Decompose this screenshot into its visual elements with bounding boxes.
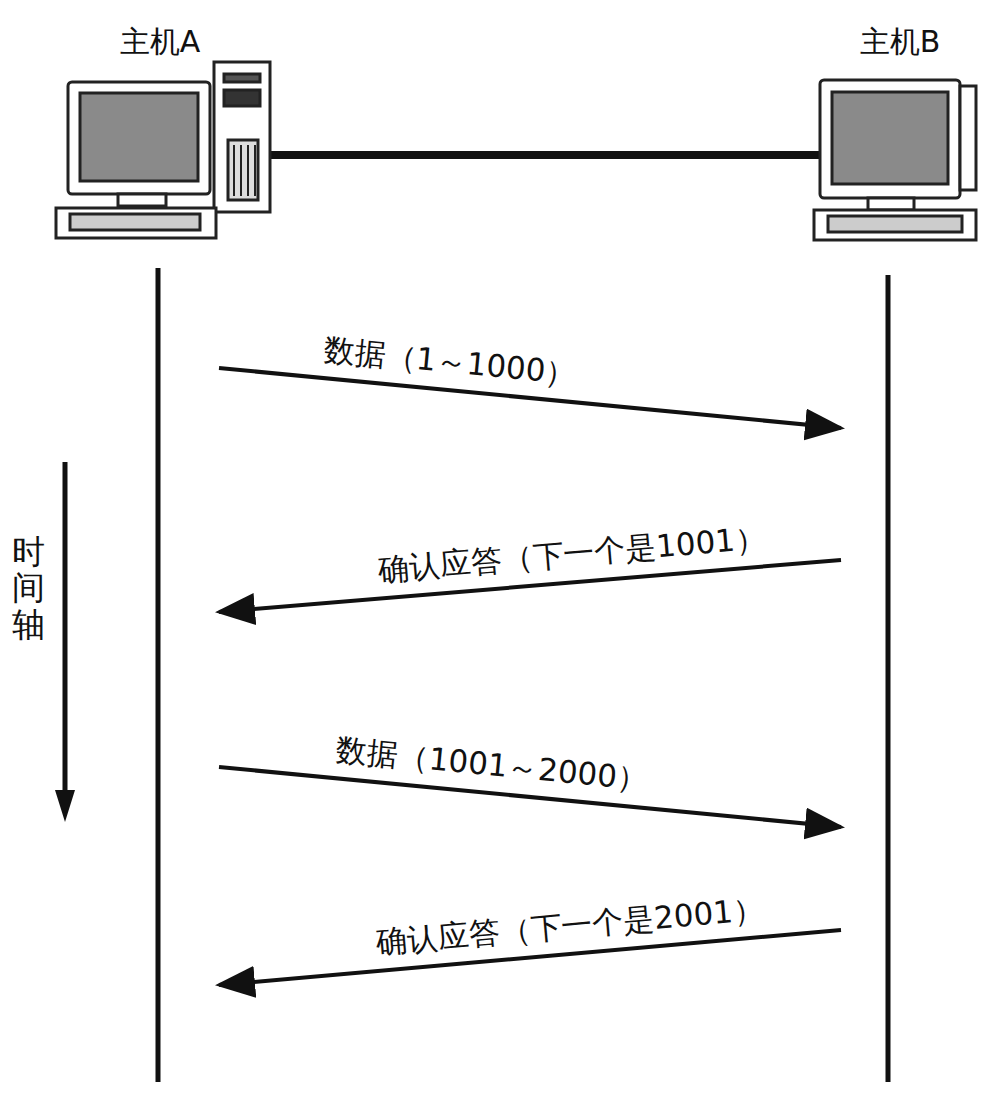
axis-label: 时间轴 bbox=[12, 534, 45, 643]
message-label: 确认应答（下一个是2001） bbox=[371, 891, 770, 961]
message-label: 确认应答（下一个是1001） bbox=[373, 520, 771, 589]
computer-a bbox=[56, 62, 270, 238]
message-label: 数据（1～1000） bbox=[318, 332, 582, 393]
network-cable bbox=[268, 151, 820, 159]
message-label: 数据（1001～2000） bbox=[331, 732, 654, 798]
host-column: 主机A bbox=[101, 8, 219, 1084]
time-axis-arrow bbox=[55, 462, 75, 822]
computer-b bbox=[814, 80, 976, 240]
host-column: 主机B bbox=[841, 8, 959, 1084]
lifeline-b bbox=[886, 275, 891, 1082]
lifeline-a bbox=[156, 268, 161, 1082]
host-name: 主机B bbox=[841, 8, 959, 63]
host-name: 主机A bbox=[101, 8, 219, 63]
